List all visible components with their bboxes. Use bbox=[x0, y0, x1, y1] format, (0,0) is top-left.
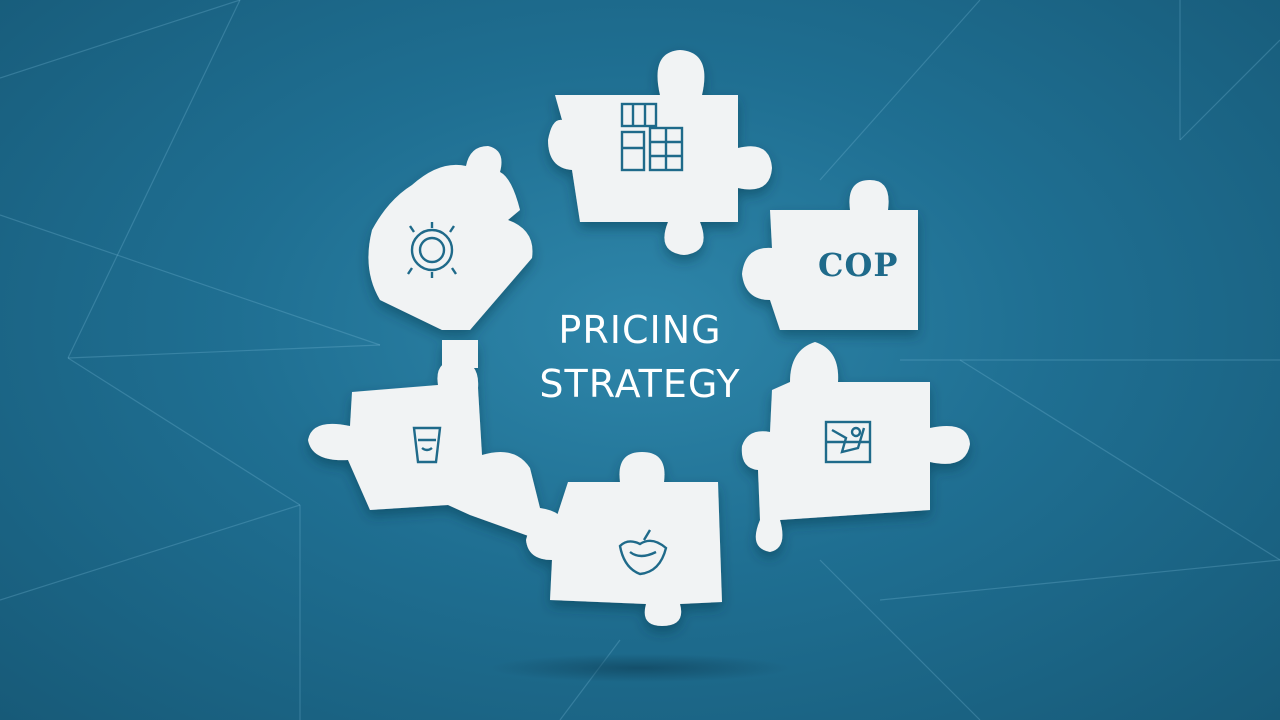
title-line-2: STRATEGY bbox=[539, 362, 741, 406]
building-icon bbox=[824, 420, 872, 464]
right-upper-piece bbox=[742, 180, 918, 330]
storefront-icon bbox=[620, 102, 684, 172]
right-lower-piece bbox=[741, 342, 970, 552]
cup-icon bbox=[412, 426, 442, 464]
bag-icon bbox=[618, 529, 668, 576]
left-upper-piece bbox=[368, 146, 533, 330]
cop-label: COP bbox=[818, 246, 899, 284]
badge-icon bbox=[407, 222, 457, 278]
floor-shadow bbox=[490, 654, 790, 682]
bottom-piece bbox=[526, 452, 722, 626]
top-piece bbox=[548, 50, 772, 255]
title-line-1: PRICING bbox=[558, 308, 722, 352]
